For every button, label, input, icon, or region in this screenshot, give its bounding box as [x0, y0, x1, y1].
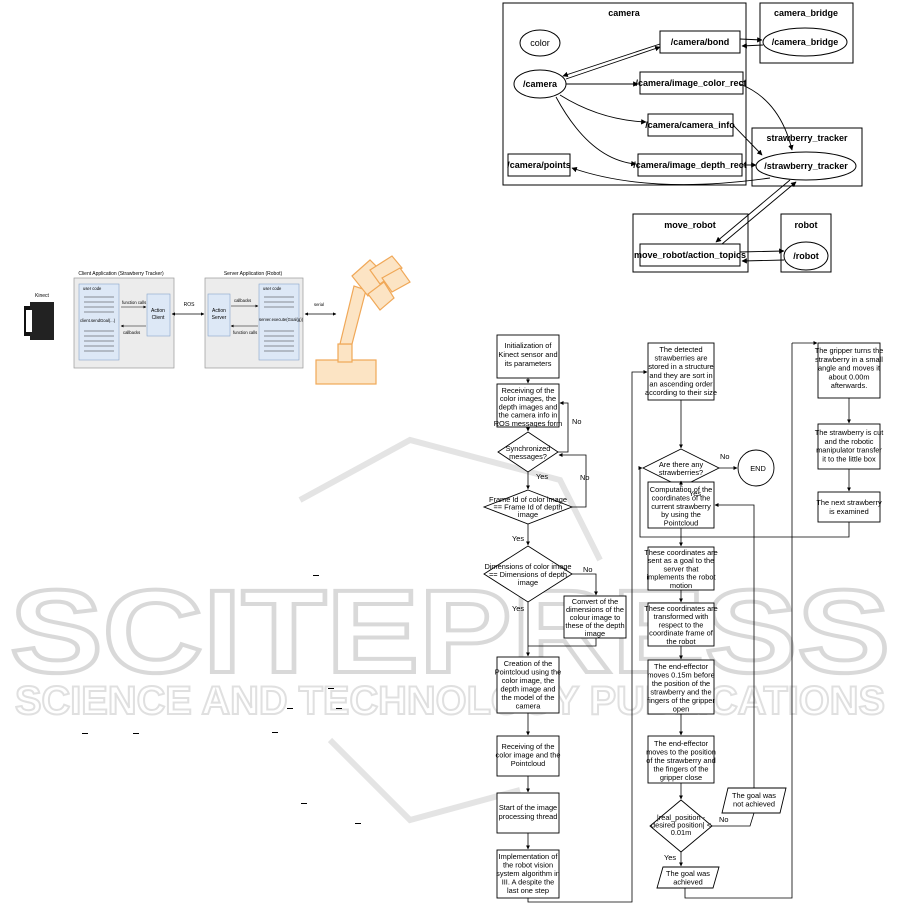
group-camera-label: camera — [608, 8, 641, 18]
topic-image-color-rect — [639, 71, 744, 95]
node-color — [519, 29, 561, 57]
group-move-robot-label: move_robot — [664, 220, 716, 230]
server-title: Server Application (Robot) — [224, 271, 283, 277]
ros-graph: camera camera_bridge strawberry_tracker … — [502, 2, 863, 273]
group-robot — [780, 213, 832, 273]
action-server-label-1: Action — [212, 308, 226, 314]
kinect-icon — [24, 302, 54, 340]
kinect-label: Kinect — [35, 293, 50, 299]
node-camera-label: /camera — [523, 79, 558, 89]
text-fragment — [133, 733, 139, 734]
action-client-label-2: Client — [152, 315, 165, 321]
action-server-box — [207, 293, 231, 337]
text-fragment — [287, 708, 293, 709]
client-title: Client Application (Strawberry Tracker) — [78, 271, 164, 277]
topic-image-color-rect-label: /camera/image_color_rect — [635, 78, 746, 88]
text-fragment — [328, 688, 334, 689]
group-strawberry-tracker — [751, 127, 863, 187]
group-camera-bridge-label: camera_bridge — [774, 8, 838, 18]
topic-action-topics — [639, 243, 741, 267]
watermark-sub: SCIENCE AND TECHNOLOGY PUBLICATIONS — [15, 679, 885, 723]
node-robot — [783, 241, 829, 271]
node-camera-bridge-label: /camera_bridge — [772, 37, 839, 47]
topic-action-topics-label: move_robot/action_topics — [634, 250, 746, 260]
text-fragment — [355, 823, 361, 824]
topic-camera-points — [507, 153, 571, 177]
server-callbacks: callbacks — [234, 298, 251, 303]
server-code-lines — [264, 296, 294, 352]
group-move-robot — [632, 213, 749, 273]
server-user-code-label: user code — [263, 286, 282, 291]
topic-camera-bond — [659, 30, 741, 54]
robot-arm-icon — [315, 255, 411, 385]
topic-camera-points-label: /camera/points — [507, 160, 571, 170]
serial-label: serial — [314, 302, 324, 307]
action-client-box — [146, 293, 171, 337]
client-callbacks: callbacks — [123, 330, 140, 335]
server-execute: server.execute(Goal(g)) — [259, 317, 304, 322]
topic-camera-info-label: /camera/camera_info — [645, 120, 735, 130]
group-strawberry-tracker-label: strawberry_tracker — [766, 133, 848, 143]
server-user-code-box — [258, 283, 300, 361]
architecture-diagram: Kinect Client Application (Strawberry Tr… — [24, 255, 411, 385]
action-client-label-1: Action — [151, 308, 165, 314]
text-fragment — [82, 733, 88, 734]
ros-edges — [555, 37, 797, 264]
client-user-code-label: user code — [83, 286, 102, 291]
group-camera-bridge — [759, 2, 854, 64]
text-fragment — [313, 575, 319, 576]
text-fragment — [336, 708, 342, 709]
group-robot-label: robot — [795, 220, 818, 230]
server-function-calls: function calls — [233, 330, 257, 335]
node-strawberry-tracker-label: /strawberry_tracker — [764, 161, 848, 171]
topic-image-depth-rect-label: /camera/image_depth_rect — [633, 160, 747, 170]
text-fragment — [272, 732, 278, 733]
client-user-code-box — [78, 283, 120, 361]
client-function-calls: function calls — [122, 300, 146, 305]
client-send-goal: client.sendGoal(...) — [80, 318, 116, 323]
node-color-label: color — [530, 38, 550, 48]
client-code-lines — [84, 296, 114, 352]
text-fragment — [301, 803, 307, 804]
action-server-label-2: Server — [212, 315, 227, 321]
ros-label: ROS — [184, 302, 196, 308]
group-camera — [502, 2, 747, 186]
node-robot-label: /robot — [793, 251, 819, 261]
watermark-swoosh-lower — [327, 737, 521, 824]
node-camera-bridge — [762, 27, 848, 57]
topic-camera-bond-label: /camera/bond — [671, 37, 730, 47]
